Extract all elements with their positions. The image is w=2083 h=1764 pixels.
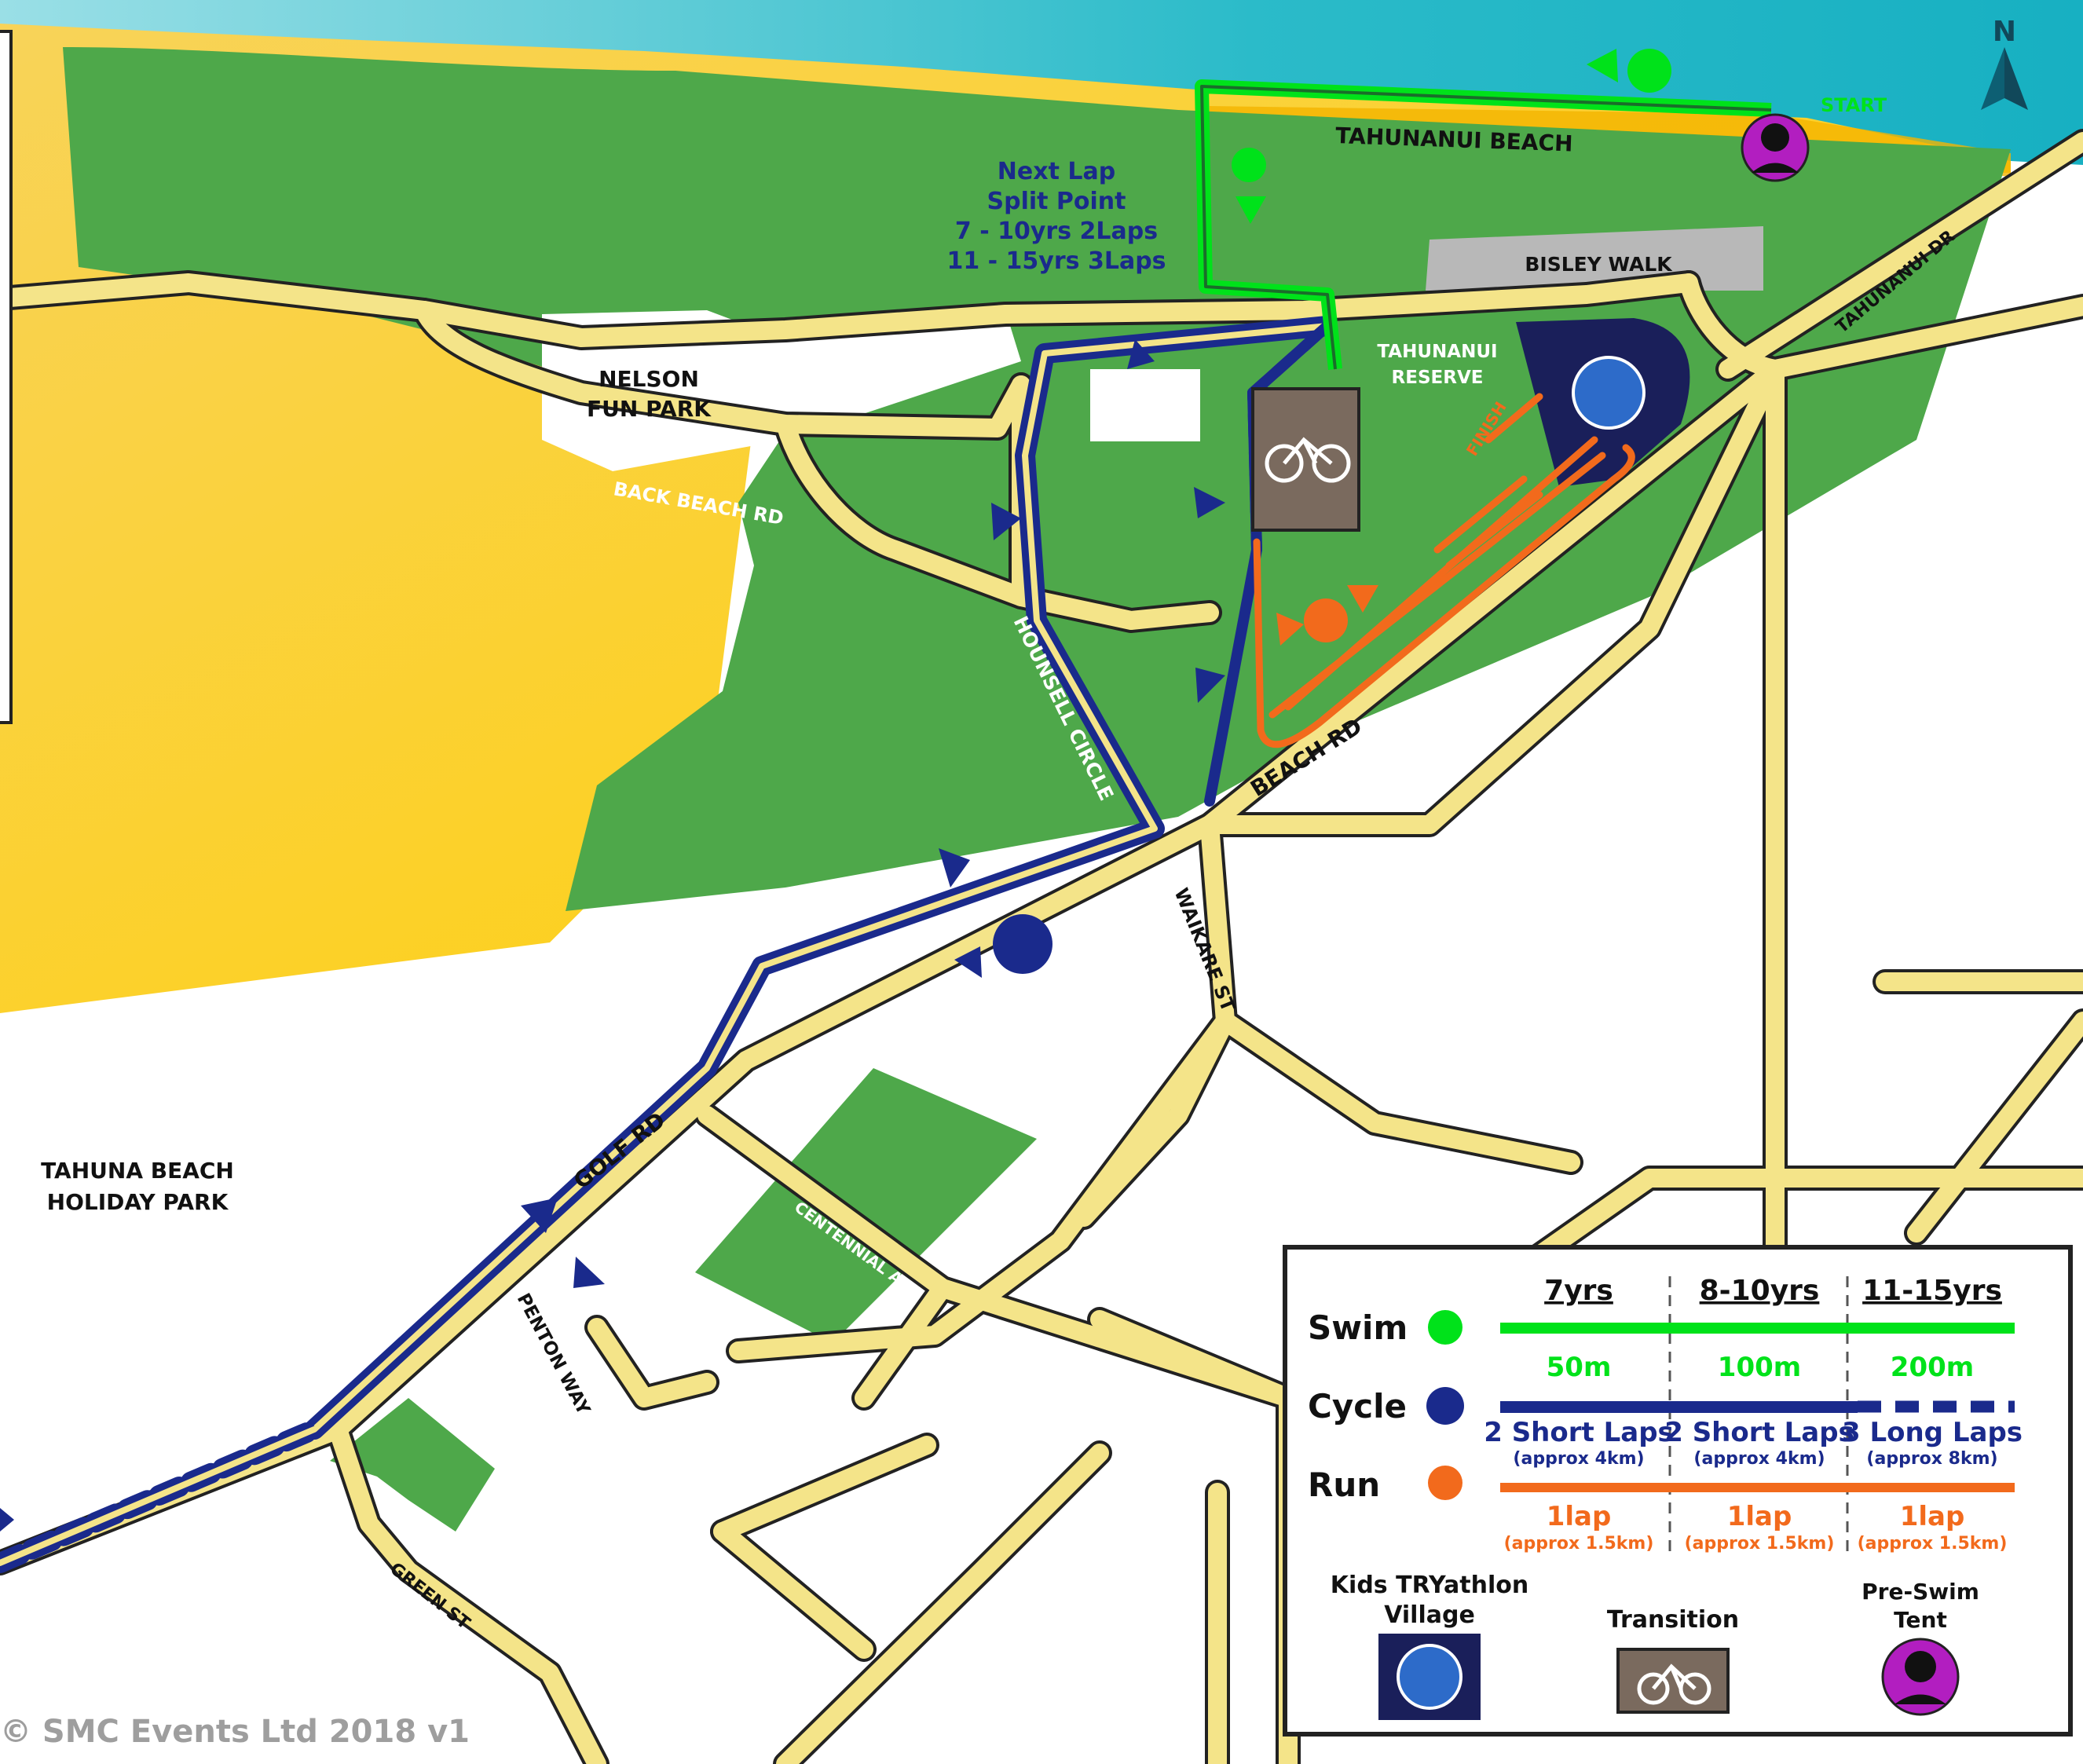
village-badge xyxy=(1572,356,1646,430)
legend-village-logo xyxy=(1397,1644,1462,1710)
legend-header-7yrs: 7yrs xyxy=(1544,1275,1613,1307)
legend-runner-icon xyxy=(1428,1466,1462,1500)
cycle-direction-arrows xyxy=(521,339,1225,1288)
legend-village-label-1: Kids TRYathlon xyxy=(1331,1572,1528,1599)
legend-header-11-15yrs: 11-15yrs xyxy=(1862,1275,2002,1307)
white-lot xyxy=(1090,369,1200,441)
legend-swim-bar xyxy=(1500,1323,2015,1334)
nelson-fun-park-label-1: NELSON xyxy=(599,366,699,392)
legend-swim-11-15yrs: 200m xyxy=(1891,1352,1974,1383)
swim-direction-arrows xyxy=(1236,49,1618,224)
grass-centennial xyxy=(695,1068,1037,1343)
legend-run-11-15yrs: 1lap xyxy=(1900,1501,1965,1532)
holiday-park-label-1: TAHUNA BEACH xyxy=(41,1158,234,1184)
nelson-fun-park-label-2: FUN PARK xyxy=(587,396,712,422)
legend-cycle-note-11-15yrs: (approx 8km) xyxy=(1866,1449,1997,1469)
legend-run-label: Run xyxy=(1308,1466,1380,1504)
sea xyxy=(0,0,2083,165)
legend-cycle-note-7yrs: (approx 4km) xyxy=(1513,1449,1644,1469)
tahunanui-reserve-label-2: RESERVE xyxy=(1392,368,1484,388)
legend-run-bar xyxy=(1500,1483,2015,1492)
split-point-line4: 11 - 15yrs 3Laps xyxy=(946,247,1166,275)
swim-route-inner xyxy=(1200,85,1772,370)
legend-cycle-8-10yrs: 2 Short Laps xyxy=(1664,1417,1854,1448)
grass-green-st xyxy=(330,1398,495,1532)
split-point-line3: 7 - 10yrs 2Laps xyxy=(955,218,1158,245)
legend-cycle-11-15yrs: 3 Long Laps xyxy=(1842,1417,2023,1448)
run-route xyxy=(1253,393,1635,748)
legend-cycle-7yrs: 2 Short Laps xyxy=(1484,1417,1674,1448)
legend-run-8-10yrs: 1lap xyxy=(1727,1501,1792,1532)
legend-cycle-label: Cycle xyxy=(1308,1387,1407,1425)
offmap-arrow xyxy=(0,1508,14,1532)
legend-swim-7yrs: 50m xyxy=(1547,1352,1612,1383)
legend: 7yrs 8-10yrs 11-15yrs Swim 50m 100m 200m… xyxy=(1283,1245,2073,1737)
nelson-fun-park xyxy=(542,310,1021,471)
legend-bicycle-icon xyxy=(1637,1663,1711,1705)
compass-arrow xyxy=(1981,47,2028,110)
legend-tent-label-1: Pre-Swim xyxy=(1862,1579,1979,1605)
start-label: START xyxy=(1821,94,1887,116)
cycle-cyclist-icon xyxy=(993,914,1052,974)
legend-transition-label: Transition xyxy=(1607,1606,1739,1634)
copyright-label: © SMC Events Ltd 2018 v1 xyxy=(0,1714,470,1750)
legend-tent-body xyxy=(1894,1694,1946,1704)
legend-run-note-7yrs: (approx 1.5km) xyxy=(1504,1534,1654,1554)
run-runner-icon xyxy=(1304,598,1348,642)
legend-tent-head xyxy=(1905,1651,1936,1682)
inset-frame xyxy=(0,30,13,724)
pre-swim-tent-marker xyxy=(1741,113,1810,182)
legend-run-note-8-10yrs: (approx 1.5km) xyxy=(1685,1534,1835,1554)
legend-swim-8-10yrs: 100m xyxy=(1718,1352,1801,1383)
legend-tent-label-2: Tent xyxy=(1894,1607,1947,1633)
legend-swimmer-icon xyxy=(1428,1310,1462,1345)
legend-transition-box xyxy=(1616,1648,1730,1714)
swimmer-icon xyxy=(1627,49,1671,93)
split-point-line2: Split Point xyxy=(987,188,1126,215)
legend-swim-label: Swim xyxy=(1308,1308,1408,1347)
legend-cyclist-icon xyxy=(1426,1387,1464,1425)
transition-area xyxy=(1251,387,1360,532)
split-point-line1: Next Lap xyxy=(998,158,1115,185)
bisley-walk-label: BISLEY WALK xyxy=(1525,253,1673,276)
legend-run-7yrs: 1lap xyxy=(1547,1501,1612,1532)
tahunanui-reserve-label-1: TAHUNANUI xyxy=(1377,342,1497,362)
legend-village-label-2: Village xyxy=(1384,1601,1475,1629)
run-direction-arrows xyxy=(1276,585,1378,646)
legend-run-note-11-15yrs: (approx 1.5km) xyxy=(1858,1534,2008,1554)
legend-header-8-10yrs: 8-10yrs xyxy=(1700,1275,1820,1307)
holiday-park-label-2: HOLIDAY PARK xyxy=(47,1189,229,1215)
legend-cycle-bar xyxy=(1500,1401,1858,1413)
compass-label: N xyxy=(1993,16,2016,48)
exit-runner-icon xyxy=(1232,148,1266,182)
legend-cycle-note-8-10yrs: (approx 4km) xyxy=(1693,1449,1825,1469)
